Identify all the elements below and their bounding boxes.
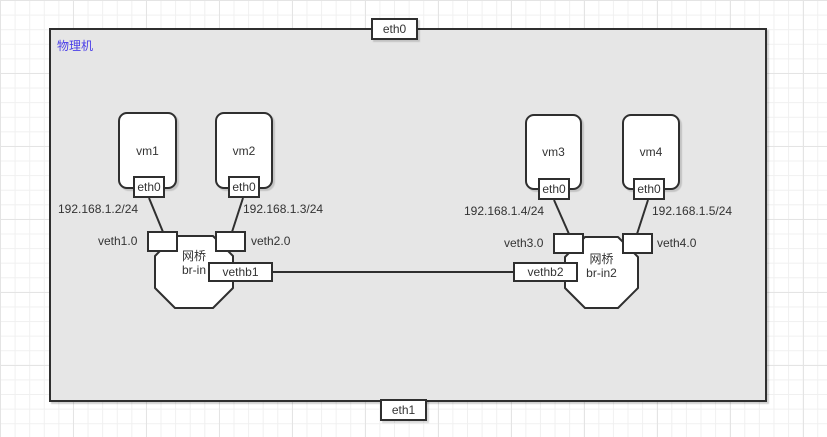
bridge2-title: 网桥 [589, 252, 614, 266]
wire-vm4-to-veth4[interactable] [636, 199, 649, 235]
vm2-ip-label: 192.168.1.3/24 [243, 202, 324, 216]
vethb1-port-box[interactable]: vethb1 [208, 262, 273, 282]
host-nic-eth1[interactable]: eth1 [380, 399, 427, 421]
vm3-node[interactable]: vm3 [525, 114, 582, 190]
host-machine-label: 物理机 [57, 39, 94, 53]
vm4-ip-label: 192.168.1.5/24 [652, 204, 733, 218]
veth4-label: veth4.0 [657, 236, 697, 250]
vm4-name: vm4 [639, 145, 663, 159]
vm2-nic-eth0[interactable]: eth0 [228, 176, 260, 198]
vm4-node[interactable]: vm4 [622, 114, 680, 190]
bridge2-name: br-in2 [586, 266, 617, 280]
vm4-nic-eth0[interactable]: eth0 [633, 178, 665, 200]
veth4-port-box[interactable] [622, 233, 653, 254]
bridge2-label: 网桥 br-in2 [565, 252, 638, 280]
vm1-node[interactable]: vm1 [118, 112, 177, 189]
veth1-port-box[interactable] [147, 231, 178, 252]
vm3-nic-eth0[interactable]: eth0 [538, 178, 570, 200]
bridge1-title: 网桥 [181, 249, 206, 263]
veth3-label: veth3.0 [504, 236, 544, 250]
host-machine-container[interactable] [49, 28, 767, 402]
veth3-port-box[interactable] [553, 233, 584, 254]
vm1-ip-label: 192.168.1.2/24 [58, 202, 139, 216]
wire-vm2-to-veth2[interactable] [231, 197, 244, 233]
vm2-name: vm2 [232, 143, 256, 158]
host-nic-eth0[interactable]: eth0 [371, 18, 418, 40]
bridge1-name: br-in [181, 263, 206, 277]
vm3-ip-label: 192.168.1.4/24 [464, 204, 545, 218]
bridge1-label: 网桥 br-in [155, 249, 233, 277]
vethb2-port-box[interactable]: vethb2 [513, 262, 578, 282]
wire-vm1-to-veth1[interactable] [148, 197, 164, 233]
wire-vm3-to-veth3[interactable] [553, 199, 570, 235]
veth2-label: veth2.0 [251, 234, 291, 248]
vm1-nic-eth0[interactable]: eth0 [133, 176, 165, 198]
vm1-name: vm1 [136, 143, 159, 158]
vm3-name: vm3 [542, 145, 565, 159]
veth1-label: veth1.0 [98, 234, 138, 248]
veth2-port-box[interactable] [215, 231, 246, 252]
